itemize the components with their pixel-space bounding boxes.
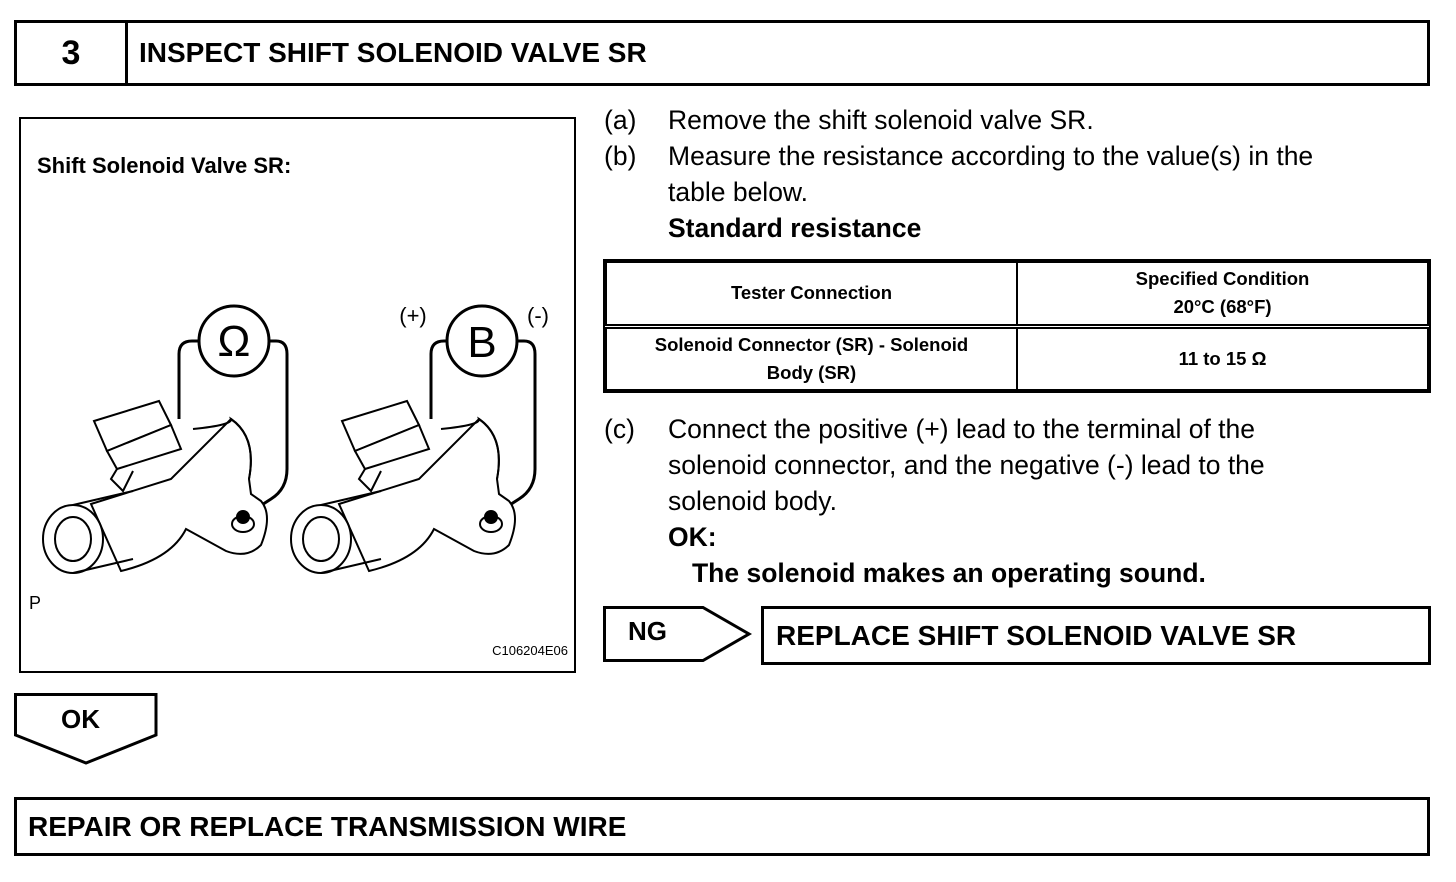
solenoid-illustration: Ω B (+) (-) [42,303,549,574]
solenoid-figure: Shift Solenoid Valve SR: Ω B (+) (-) [19,117,576,673]
ok-arrow-icon [14,693,158,765]
table-cell-condition: 11 to 15 Ω [1016,325,1429,391]
ok-action-box: REPAIR OR REPLACE TRANSMISSION WIRE [14,797,1430,856]
ohmmeter-icon [197,304,271,378]
step-c-line1: Connect the positive (+) lead to the ter… [668,414,1256,444]
ohm-wire-left [177,339,199,419]
step-a-label: (a) [604,105,637,135]
ng-arrow-icon [603,606,753,662]
solenoid-valve-right [290,399,516,574]
table-header-connection: Tester Connection [605,261,1018,329]
minus-label: (-) [527,303,549,328]
battery-symbol: B [467,318,496,367]
step-c-line2: solenoid connector, and the negative (-)… [668,450,1265,480]
battery-wire-left [429,339,447,419]
step-header: 3 INSPECT SHIFT SOLENOID VALVE SR [14,20,1430,86]
ng-label: NG [628,616,667,646]
step-b-line2: table below. [668,177,808,207]
step-a-text: Remove the shift solenoid valve SR. [668,105,1094,135]
ohm-symbol: Ω [218,317,251,366]
ok-heading: OK: [668,522,717,552]
step-title: INSPECT SHIFT SOLENOID VALVE SR [139,37,647,68]
step-c-label: (c) [604,414,635,444]
battery-wire-right [490,339,537,519]
ohm-wire-right [242,339,289,519]
ohm-probe-contact [236,510,250,524]
step-b-label: (b) [604,141,637,171]
battery-probe-contact [484,510,498,524]
step-c-line3: solenoid body. [668,486,837,516]
figure-code: C106204E06 [492,643,568,658]
figure-corner-label: P [29,593,42,613]
ng-action-box: REPLACE SHIFT SOLENOID VALVE SR [761,606,1431,665]
battery-icon [445,304,519,378]
figure-title: Shift Solenoid Valve SR: [37,153,292,178]
solenoid-valve-left [42,399,268,574]
step-number: 3 [17,23,128,83]
standard-resistance-heading: Standard resistance [668,213,922,243]
plus-label: (+) [399,303,427,328]
ok-label: OK [61,704,100,734]
ok-text: The solenoid makes an operating sound. [692,558,1206,588]
step-b-line1: Measure the resistance according to the … [668,141,1314,171]
